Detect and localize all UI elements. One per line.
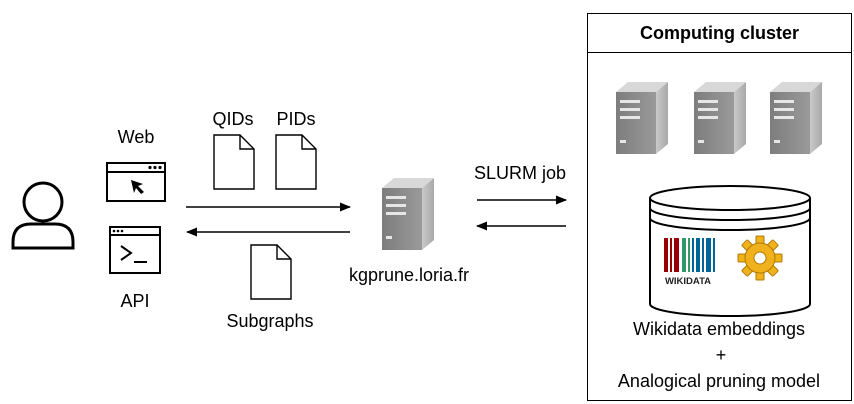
qids-label: QIDs (212, 109, 254, 129)
gear-icon (737, 235, 783, 281)
slurm-job-label: SLURM job (473, 163, 567, 183)
wikidata-logo-icon: WIKIDATA (664, 238, 715, 287)
web-label: Web (117, 127, 155, 147)
embeddings-label: Wikidata embeddings (632, 319, 806, 339)
cluster-server-icon (770, 82, 822, 154)
subgraphs-label: Subgraphs (226, 311, 314, 331)
api-label: API (120, 291, 150, 311)
wikidata-logo-text: WIKIDATA (665, 276, 711, 287)
pruning-model-label: Analogical pruning model (617, 371, 821, 391)
database-icon (649, 185, 811, 317)
terminal-icon[interactable] (109, 226, 161, 274)
cluster-title: Computing cluster (588, 14, 851, 53)
cluster-server-icon (616, 82, 668, 154)
server-label: kgprune.loria.fr (348, 265, 470, 285)
plus-label: + (715, 345, 727, 365)
user-icon (11, 181, 75, 250)
pids-label: PIDs (276, 109, 316, 129)
cluster-server-icon (694, 82, 746, 154)
browser-window-icon[interactable] (106, 162, 166, 202)
